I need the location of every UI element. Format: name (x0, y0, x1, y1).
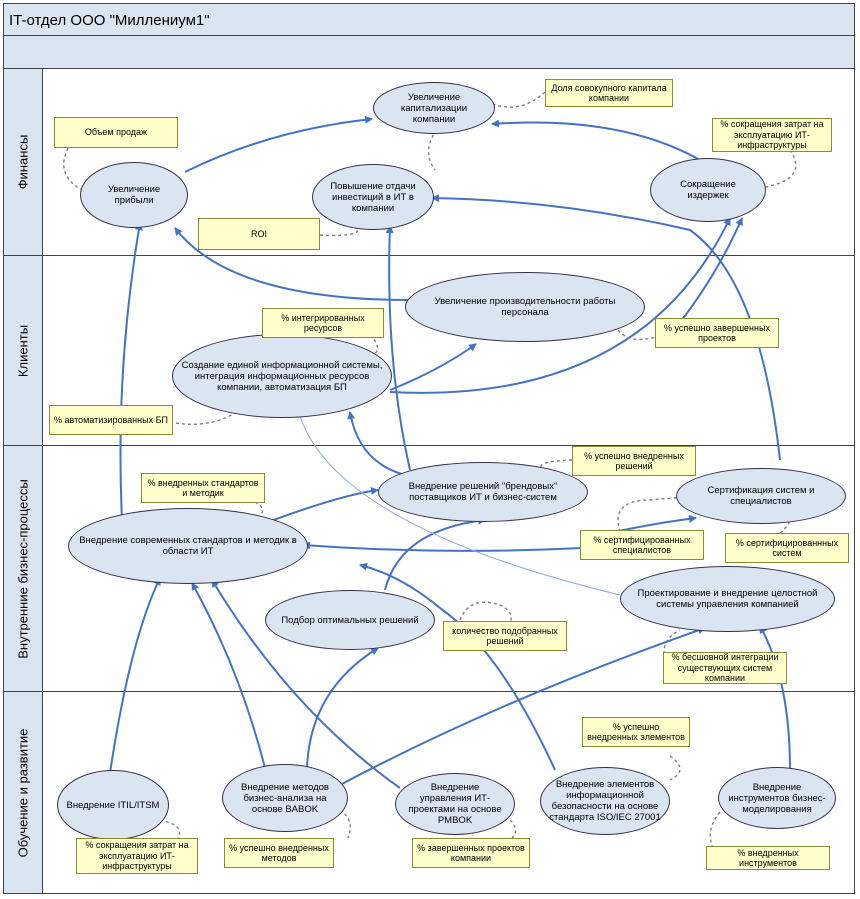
arrow-costcut-to-capitalization (491, 119, 701, 161)
dash-solutions-brand (540, 459, 573, 471)
lane-finance: Финансы (3, 69, 43, 256)
indicator-completed-projects: % успешно завершенных проектов (655, 318, 779, 348)
indicator-infra-cost: % сокращения затрат на эксплуатацию ИТ-и… (712, 118, 832, 152)
arrow-babok-to-standards (191, 582, 266, 769)
arrow-specialists-to-standards (302, 541, 583, 552)
arrow-productivity-to-profit (174, 227, 411, 301)
indicator-implemented-solutions: % успешно внедренных решений (572, 446, 696, 476)
line-unified-to-mgmt (297, 409, 621, 596)
indicator-automated-bp: % автоматизированных БП (49, 405, 173, 435)
lane-internal-area (43, 446, 855, 692)
goal-mgmt-system: Проектирование и внедрение целостной сис… (620, 566, 835, 632)
dash-itil-cost (159, 819, 181, 839)
goal-brand-solutions: Внедрение решений "брендовых" поставщико… (378, 462, 588, 522)
goal-optimal: Подбор оптимальных решений (265, 590, 435, 650)
goal-standards: Внедрение современных стандартов и метод… (68, 508, 308, 584)
dash-standards-note (254, 501, 264, 521)
indicator-roi: ROI (198, 218, 320, 250)
indicator-capital-share: Доля совокупного капитала компании (545, 79, 673, 107)
dash-systems-certification (779, 517, 791, 534)
dash-capitalization-itreturn (427, 124, 441, 171)
goal-cost-cut: Сокращение издержек (650, 158, 766, 222)
indicator-itil-cost: % сокращения затрат на эксплуатацию ИТ-и… (76, 838, 198, 874)
indicator-sales: Объем продаж (54, 117, 178, 148)
dash-infra-costcut (759, 149, 797, 189)
dash-tools-modeling (709, 811, 721, 849)
goal-it-return: Повышение отдачи инвестиций в ИТ в компа… (312, 164, 434, 230)
arrow-iso-to-standards (359, 562, 556, 771)
arrow-unified-to-productivity (389, 343, 477, 391)
goal-pmbok: Внедрение управления ИТ-проектами на осн… (395, 773, 515, 835)
lane-finance-area (43, 69, 855, 256)
goal-productivity: Увеличение производительности работы пер… (405, 272, 645, 342)
dash-projects-productivity (617, 329, 661, 341)
lane-clients: Клиенты (3, 256, 43, 446)
indicator-integrated: % интегрированных ресурсов (262, 308, 384, 338)
indicator-projects-completed-company: % завершенных проектов компании (412, 838, 530, 868)
arrow-brand-to-itreturn (385, 225, 411, 471)
dash-sales-profit (63, 147, 83, 191)
indicator-methods-implemented: % успешно внедренных методов (224, 838, 334, 868)
arrow-standards-to-profit (119, 222, 143, 521)
lane-internal: Внутренние бизнес-процессы (3, 446, 43, 692)
goal-modeling: Внедрение инструментов бизнес-моделирова… (718, 767, 836, 829)
goal-unified-is: Создание единой информационной системы, … (172, 334, 392, 418)
arrow-itil-to-standards (109, 577, 161, 774)
dash-roi-itreturn (319, 221, 360, 237)
arrow-standards-to-brand (259, 486, 379, 526)
indicator-standards-implemented: % внедренных стандартов и методик (141, 473, 265, 503)
indicator-elements-implemented: % успешно внедренных элементов (582, 717, 690, 747)
indicator-certified-systems: % сертифицированнных систем (725, 533, 849, 563)
indicator-tools-implemented: % внедренных инструментов (706, 846, 830, 870)
arrow-optimal-to-brand (384, 516, 486, 591)
dash-selected-optimal (459, 601, 512, 624)
dash-projects-pmbok (509, 819, 517, 839)
goal-capitalization: Увеличение капитализации компании (373, 82, 495, 134)
arrow-modeling-to-mgmt (759, 625, 791, 771)
lane-learning: Обучение и развитие (3, 692, 43, 894)
arrow-babok-to-optimal (306, 647, 379, 769)
arrow-certification-to-itreturn (431, 194, 781, 461)
dash-elements-iso (669, 755, 681, 781)
indicator-selected-solutions: количество подобранных решений (443, 621, 567, 651)
dash-capital-capitalization (489, 91, 546, 108)
goal-itil: Внедрение ITIL/ITSM (57, 770, 169, 840)
indicator-certified-specialists: % сертифицированных специалистов (580, 530, 704, 560)
arrow-profit-to-capitalization (184, 115, 373, 173)
indicator-seamless: % бесшовной интеграции существующих сист… (663, 652, 787, 684)
header-band (3, 36, 855, 69)
goal-certification: Сертификация систем и специалистов (676, 468, 846, 524)
diagram-title: IT-отдел ООО "Миллениум1" (3, 3, 855, 36)
goal-iso: Внедрение элементов информационной безоп… (540, 767, 670, 835)
lane-clients-area (43, 256, 855, 446)
goal-babok: Внедрение методов бизнес-анализа на осно… (222, 764, 348, 832)
goal-profit: Увеличение прибыли (80, 162, 188, 228)
arrow-babok-to-mgmt (339, 626, 706, 786)
dash-methods-babok (339, 809, 351, 839)
arrow-unified-to-costcut-a (389, 217, 731, 394)
dash-specialists-certification (617, 496, 693, 533)
